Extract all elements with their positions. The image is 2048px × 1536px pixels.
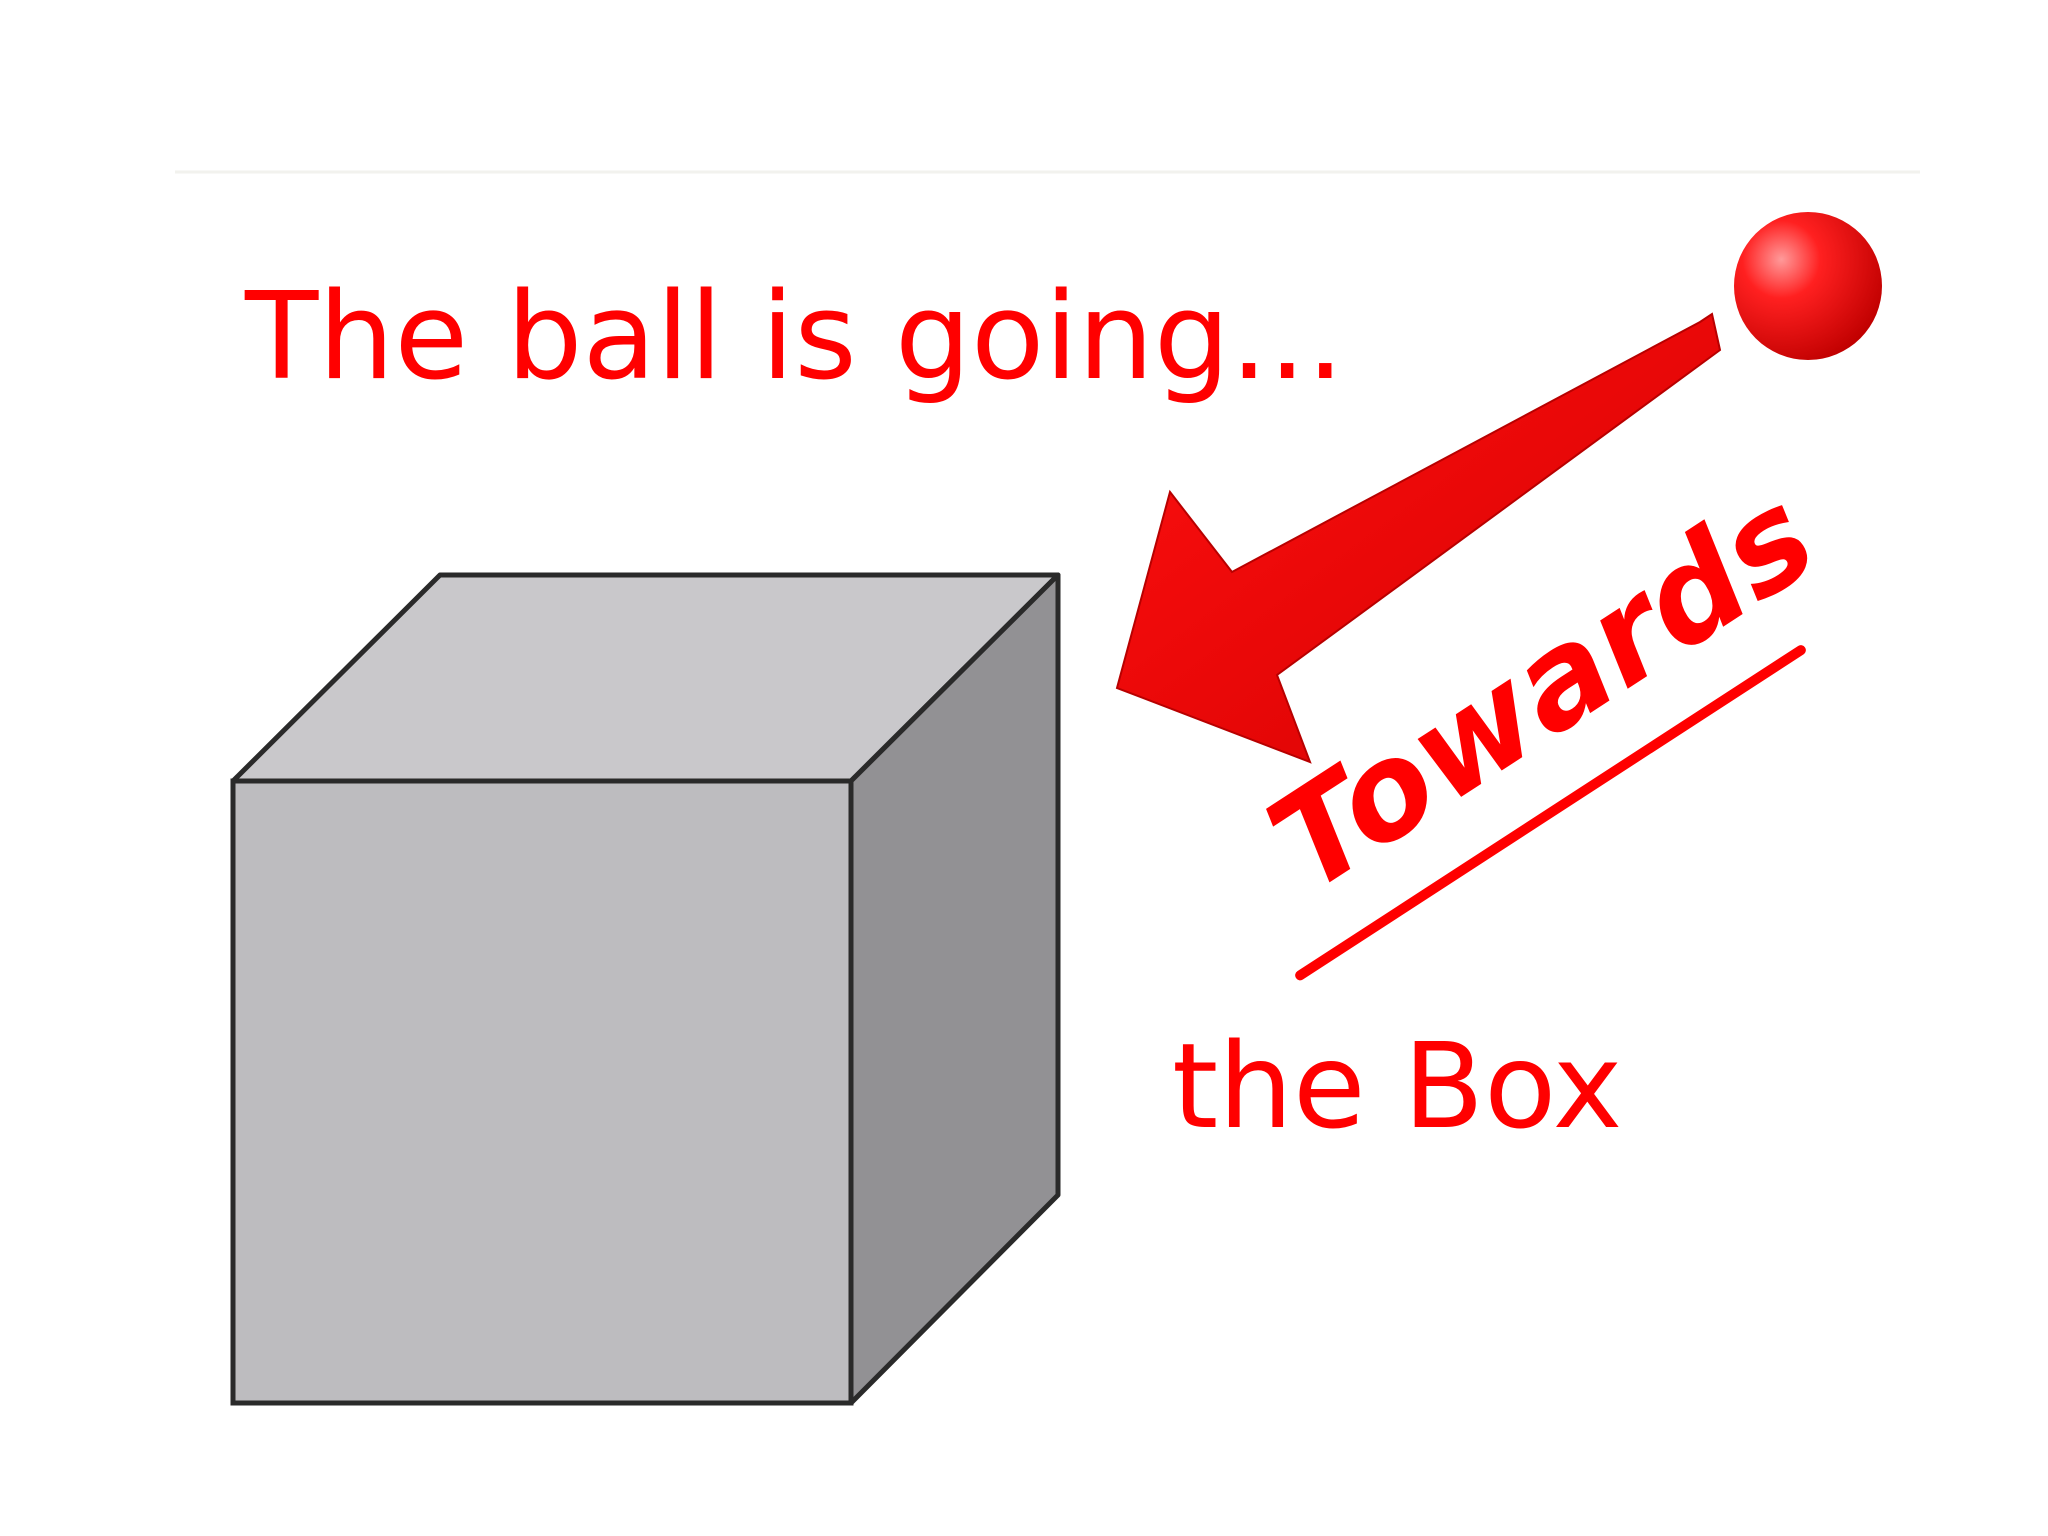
target-text: the Box [1172,1017,1623,1155]
cube-front-face [230,778,854,1406]
towards-underline [1295,645,1806,981]
red-ball-icon [1734,212,1882,360]
heading-text: The ball is going... [244,268,1344,407]
red-arrow-icon [1115,312,1722,764]
gray-cube-icon [230,572,1061,1406]
